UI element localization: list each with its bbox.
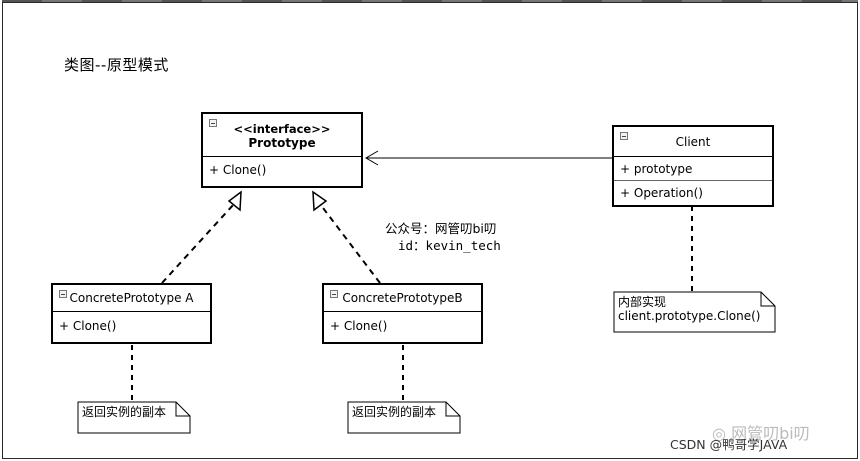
client-note-line1: 内部实现 [618,295,667,309]
wechat-icon: ◎ [712,424,726,443]
concrete-a-name: ConcretePrototype A [69,291,194,305]
client-name: Client [675,135,711,149]
concrete-a-operation: + Clone() [59,319,117,333]
collapse-box-icon[interactable] [209,119,217,127]
association-arrowhead [365,150,379,166]
note-shape-client [613,291,776,333]
note-fold-client [760,292,775,307]
concrete-b-operation: + Clone() [330,319,388,333]
realization-arrowhead-a [227,190,242,212]
prototype-name: Prototype [248,136,316,150]
client-class-box[interactable]: Client + prototype + Operation() [612,125,774,207]
diagram-title: 类图--原型模式 [64,56,169,74]
concrete-b-header: ConcretePrototypeB [324,285,481,312]
note-shape-b [347,401,461,434]
annotation-line1: 公众号：网管叨bi叨 [385,221,497,236]
realization-arrowhead-b [312,190,328,212]
concrete-b-name: ConcretePrototypeB [342,291,463,305]
client-operation: + Operation() [620,186,703,200]
csdn-watermark: CSDN @鸭哥学JAVA [670,437,788,452]
frame-top-edge [2,0,858,3]
note-shape-a [77,401,191,434]
client-attribute: + prototype [614,157,772,181]
realization-line-a [161,203,235,284]
faint-watermark-text: 网管叨bi叨 [731,424,810,443]
note-b: 返回实例的副本 [352,405,437,419]
prototype-header: <<interface>> Prototype [203,114,361,157]
collapse-box-icon[interactable] [330,290,338,298]
prototype-class-box[interactable]: <<interface>> Prototype + Clone() [201,112,363,188]
concrete-a-header: ConcretePrototype A [53,285,210,312]
client-note-line2: client.prototype.Clone() [618,309,761,323]
client-header: Client [614,127,772,157]
concrete-prototype-a-box[interactable]: ConcretePrototype A + Clone() [51,283,212,344]
annotation-line2: id：kevin_tech [398,238,501,253]
note-fold-b [445,402,460,417]
client-note: 内部实现 client.prototype.Clone() [614,293,764,325]
prototype-stereotype: <<interface>> [233,122,331,136]
note-a: 返回实例的副本 [82,405,167,419]
note-fold-a [175,402,190,417]
collapse-box-icon[interactable] [59,290,67,298]
prototype-operation: + Clone() [209,163,267,177]
collapse-box-icon[interactable] [620,132,628,140]
realization-line-b [319,203,381,284]
concrete-prototype-b-box[interactable]: ConcretePrototypeB + Clone() [322,283,483,344]
faint-watermark: ◎ 网管叨bi叨 [712,420,810,444]
